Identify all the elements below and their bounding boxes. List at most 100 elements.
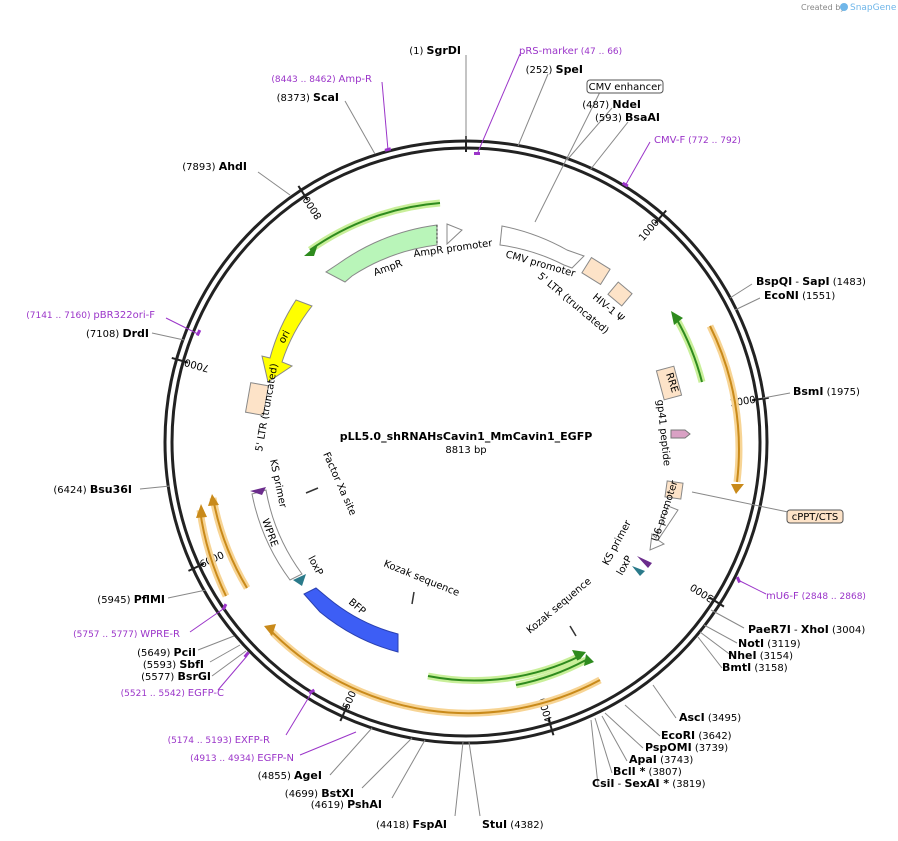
- bfp-arrow: [303, 587, 399, 653]
- ori-arrow: [261, 299, 313, 383]
- site-labels: (1) SgrDI (252) SpeI (487) NdeI(593) BsaAI…: [53, 44, 866, 831]
- site-label: BsmI (1975): [793, 385, 860, 398]
- site-label: (8373) ScaI: [277, 91, 339, 104]
- arrowhead-icon: [304, 244, 318, 256]
- feature-arc-orange-right-line: [709, 325, 740, 483]
- primer-marks: [195, 147, 742, 695]
- primer-leader-lines: [165, 53, 767, 756]
- cmv-enhancer-label: CMV enhancer: [589, 82, 663, 93]
- feature-arc-green-bottom2-line: [515, 659, 587, 686]
- site-label: (4619) PshAI: [311, 798, 382, 811]
- site-label: (4699) BstXI: [285, 787, 354, 800]
- watermark-brand: SnapGene: [850, 3, 897, 13]
- feature-arc-orange-left1-line: [212, 497, 248, 589]
- primer-label: CMV-F (772 .. 792): [654, 135, 741, 146]
- site-label: (6424) Bsu36I: [53, 483, 132, 496]
- site-label: PaeR7I - XhoI (3004): [748, 623, 865, 636]
- gp41-arrow: [670, 429, 691, 439]
- tick-label: 8000: [301, 194, 324, 221]
- cppt-label: cPPT/CTS: [792, 512, 838, 523]
- site-label: StuI (4382): [482, 818, 544, 831]
- tick-mark: [171, 356, 189, 364]
- primer-label: (7141 .. 7160) pBR322ori-F: [26, 310, 155, 321]
- site-label: (1) SgrDI: [409, 44, 461, 57]
- tick-label: 7000: [183, 356, 210, 374]
- arrowhead-icon: [196, 504, 207, 518]
- arrowhead-icon: [731, 484, 744, 494]
- arrowhead-icon: [572, 650, 586, 662]
- label-kozak-center: Kozak sequence: [382, 559, 461, 599]
- tick-mark: [751, 396, 769, 402]
- site-label: EcoRI (3642): [661, 729, 732, 742]
- rre-box: [655, 365, 683, 401]
- cmv-promoter-arrow: [499, 225, 585, 269]
- cppt-box: [786, 509, 844, 524]
- wpre-arrow: [251, 489, 303, 581]
- site-label: BclI * (3807): [613, 765, 682, 778]
- tick-mark: [188, 562, 205, 572]
- label-gp41: gp41 peptide: [654, 399, 672, 466]
- site-label: (5577) BsrGI: [141, 670, 211, 683]
- hiv-psi-box: [607, 281, 633, 307]
- kozak-mark-right: [569, 625, 577, 637]
- site-label: BmtI (3158): [722, 661, 788, 674]
- feature-arc-green-right: [672, 316, 706, 383]
- site-label: CsiI - SexAI * (3819): [592, 777, 706, 790]
- plasmid-length: 8813 bp: [445, 445, 486, 456]
- label-factor-xa: Factor Xa site: [320, 451, 358, 518]
- site-label: (487) NdeI: [582, 98, 641, 111]
- u6-promoter-arrow: [649, 505, 679, 551]
- ampr-promoter-arrow: [446, 223, 463, 246]
- feature-arc-green-top-line: [309, 202, 441, 251]
- site-label: (5649) PciI: [137, 646, 196, 659]
- label-ori: ori: [277, 329, 293, 346]
- arrowhead-icon: [584, 654, 594, 666]
- site-label: PspOMI (3739): [645, 741, 728, 754]
- site-label: (252) SpeI: [526, 63, 583, 76]
- site-label: (593) BsaAI: [595, 111, 660, 124]
- tick-mark: [654, 209, 667, 225]
- kozak-mark-center: [411, 591, 415, 605]
- primer-label: (5757 .. 5777) WPRE-R: [73, 629, 180, 640]
- primer-label: (4913 .. 4934) EGFP-N: [190, 753, 294, 764]
- label-loxp-left: loxP: [305, 554, 324, 577]
- cmv-enhancer-box: [586, 79, 664, 94]
- ltr-left-box: [244, 382, 270, 416]
- site-label: ApaI (3743): [629, 753, 693, 766]
- plasmid-name: pLL5.0_shRNAHsCavin1_MmCavin1_EGFP: [340, 430, 593, 443]
- tick-mark: [339, 705, 349, 722]
- site-label: (5945) PflMI: [97, 593, 165, 606]
- ks-primer-mark-left: [250, 487, 266, 495]
- primer-labels: pRS-marker (47 .. 66)CMV-F (772 .. 792)m…: [26, 46, 866, 764]
- tick-label: 3000: [689, 581, 716, 604]
- factor-xa-mark: [305, 487, 319, 494]
- feature-arc-orange-bottom-line: [271, 631, 601, 715]
- tick-mark: [709, 596, 725, 608]
- arrowhead-icon: [208, 494, 219, 506]
- site-label: (5593) SbfI: [143, 658, 204, 671]
- label-loxp-right: loxP: [615, 554, 635, 577]
- arrowhead-icon: [671, 311, 683, 325]
- site-label: NotI (3119): [738, 637, 801, 650]
- tick-label: 1000: [637, 217, 662, 243]
- site-label: EcoNI (1551): [764, 289, 835, 302]
- site-label: (7893) AhdI: [182, 160, 247, 173]
- loxp-mark-right: [632, 566, 645, 576]
- primer-label: (5521 .. 5542) EGFP-C: [121, 688, 224, 699]
- feature-arc-green-bottom1-line: [427, 655, 581, 682]
- site-label: (4855) AgeI: [258, 769, 322, 782]
- loxp-mark-left: [293, 574, 306, 586]
- site-label: BspQI - SapI (1483): [756, 275, 866, 288]
- site-label: (4418) FspAI: [376, 818, 447, 831]
- site-label: (7108) DrdI: [86, 327, 149, 340]
- label-kozak-right: Kozak sequence: [525, 576, 594, 636]
- primer-label: (5174 .. 5193) EXFP-R: [168, 735, 270, 746]
- primer-label: (8443 .. 8462) Amp-R: [271, 74, 372, 85]
- snapgene-logo-icon: [840, 3, 848, 11]
- tick-mark: [547, 718, 555, 736]
- ampr-arrow: [325, 224, 438, 283]
- site-label: NheI (3154): [728, 649, 793, 662]
- primer-label: pRS-marker (47 .. 66): [519, 46, 622, 57]
- ks-primer-mark-right: [637, 556, 652, 568]
